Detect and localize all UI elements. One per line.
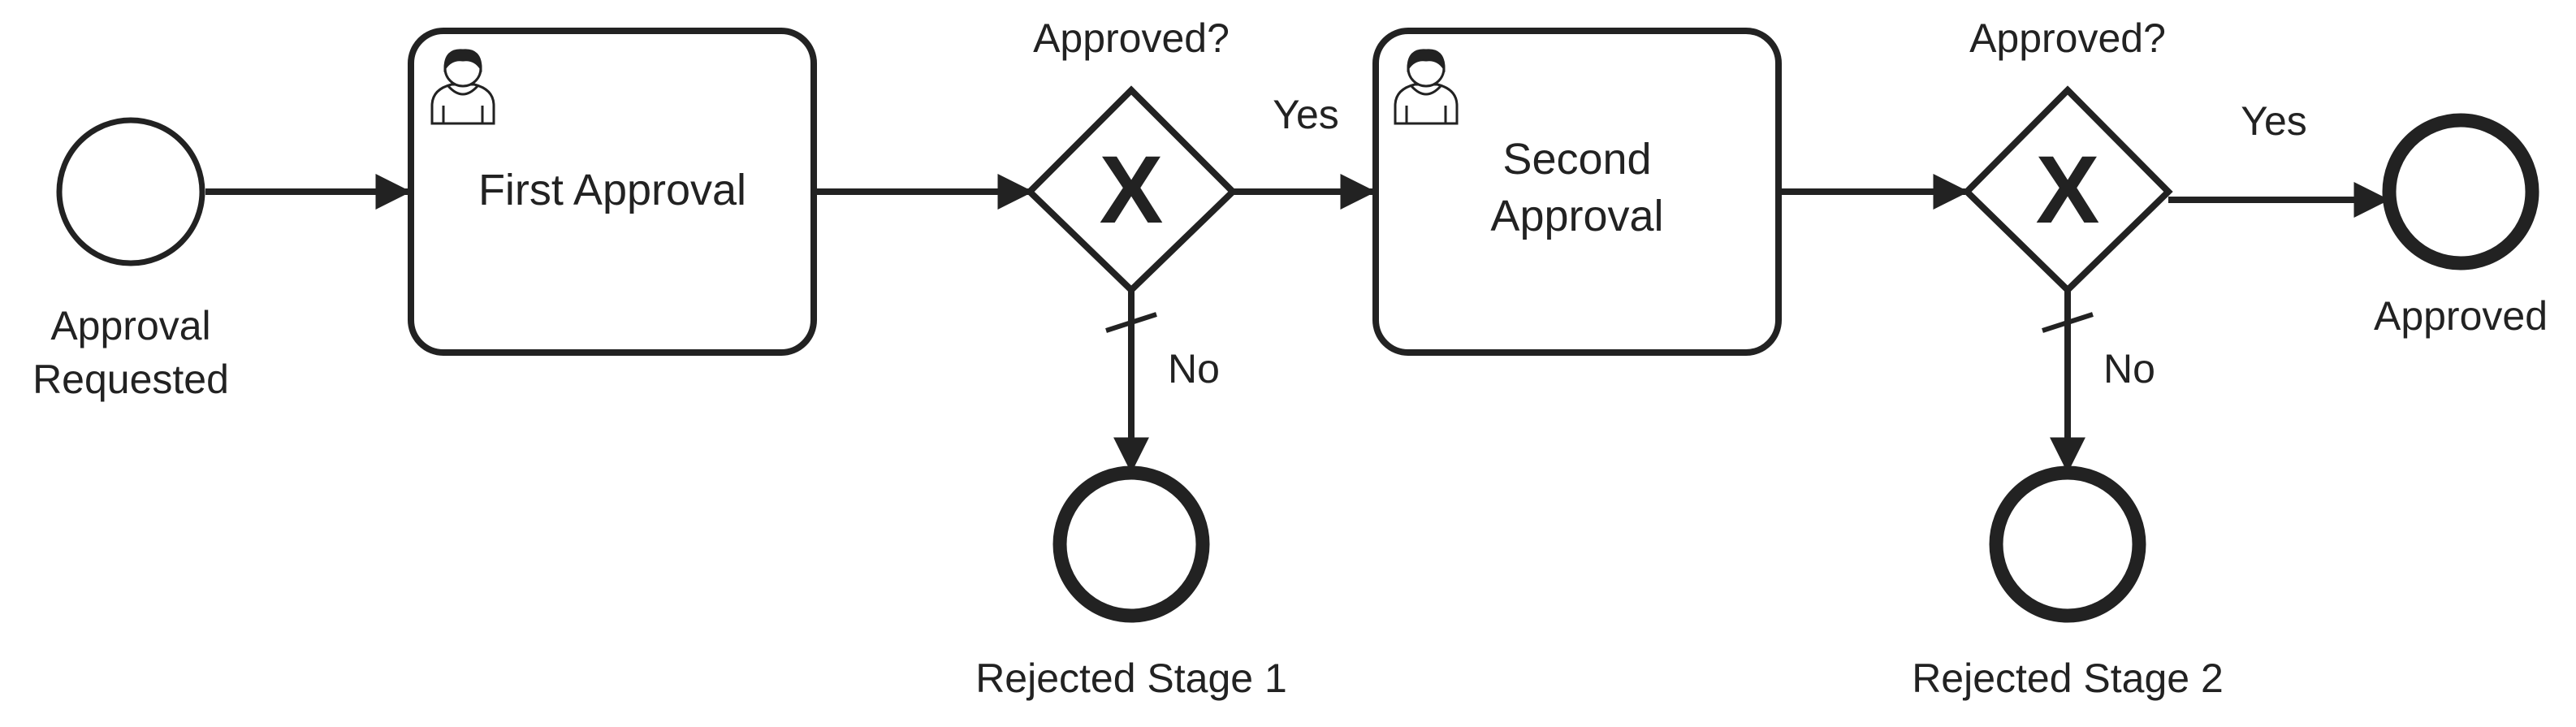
task-second-approval-label-line2: Approval <box>1490 192 1663 240</box>
gateway-2-label: Approved? <box>1969 15 2166 61</box>
default-flow-tick-1 <box>1105 312 1157 333</box>
end-event-rejected-stage-2-label: Rejected Stage 2 <box>1912 656 2224 701</box>
default-flow-tick-2 <box>2042 312 2094 333</box>
task-second-approval-label-line1: Second <box>1502 135 1651 184</box>
user-icon <box>430 49 495 125</box>
end-event-rejected-stage-1-label: Rejected Stage 1 <box>975 656 1287 701</box>
gateway-1-no-label: No <box>1168 346 1220 392</box>
start-event-label-line2: Requested <box>32 357 229 402</box>
user-icon <box>1394 49 1459 125</box>
gateway-1-label: Approved? <box>1033 15 1230 61</box>
end-event-rejected-stage-1[interactable] <box>1052 465 1210 623</box>
gateway-exclusive-1[interactable] <box>1025 85 1238 295</box>
gateway-2-no-label: No <box>2103 346 2155 392</box>
start-event[interactable] <box>56 117 205 266</box>
gateway-1-marker: X <box>1100 136 1164 244</box>
task-first-approval-label: First Approval <box>478 166 746 214</box>
task-second-approval[interactable] <box>1372 28 1782 356</box>
end-event-approved-label: Approved <box>2374 293 2548 339</box>
end-event-rejected-stage-2[interactable] <box>1989 465 2146 623</box>
gateway-2-yes-label: Yes <box>2241 98 2307 144</box>
task-first-approval[interactable] <box>408 28 817 356</box>
start-event-label-line1: Approval <box>50 303 210 348</box>
gateway-exclusive-2[interactable] <box>1962 85 2173 295</box>
gateway-2-marker: X <box>2036 136 2100 244</box>
end-event-approved[interactable] <box>2382 113 2539 270</box>
gateway-1-yes-label: Yes <box>1273 92 1339 137</box>
